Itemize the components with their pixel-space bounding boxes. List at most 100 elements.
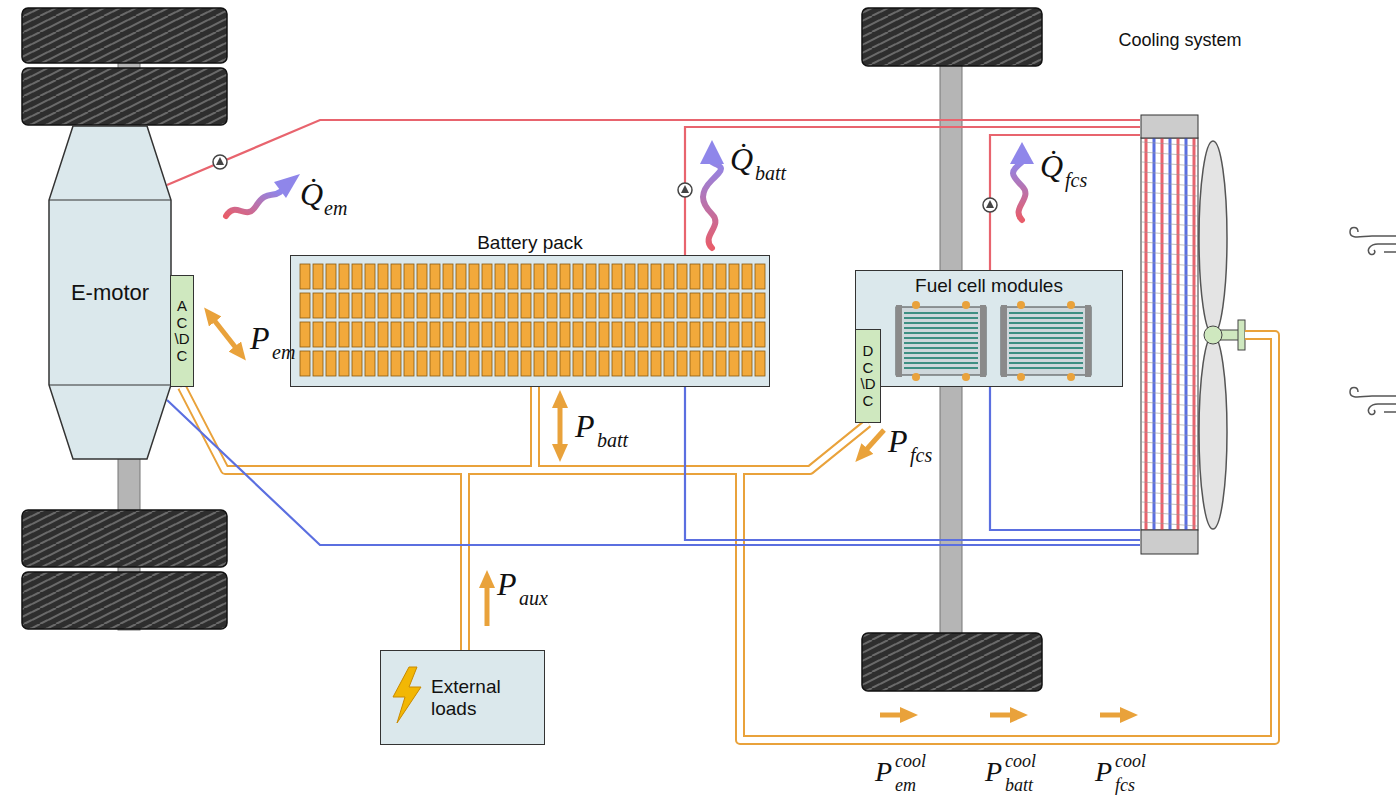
battery-cells <box>560 293 570 318</box>
battery-cells <box>313 351 323 376</box>
radiator <box>1142 252 1197 256</box>
battery-cells <box>716 293 726 318</box>
battery-cells <box>586 264 596 289</box>
index-label: em <box>895 776 916 794</box>
radiator <box>1142 142 1197 146</box>
radiator <box>1142 262 1197 266</box>
radiator <box>1142 342 1197 346</box>
coolant-pipe <box>167 120 1140 545</box>
radiator <box>1142 282 1197 286</box>
battery-cells <box>469 351 479 376</box>
radiator <box>1142 222 1197 226</box>
tire <box>22 572 227 629</box>
air-flow <box>1384 251 1396 253</box>
heat-arrow-head <box>700 140 724 164</box>
battery-cells <box>638 351 648 376</box>
fuel-cell-stack <box>1009 367 1083 369</box>
motor-outline <box>49 200 171 201</box>
fuel-cell-stack <box>904 312 978 314</box>
fan <box>1199 335 1227 529</box>
air-flow <box>1384 411 1396 413</box>
cooling-system: Cooling system <box>1140 30 1245 555</box>
battery-cells <box>417 322 427 347</box>
fan <box>1199 141 1245 529</box>
radiator <box>1142 372 1197 376</box>
lightning-icon <box>387 665 427 725</box>
power-wire <box>535 387 868 470</box>
battery-cells <box>664 264 674 289</box>
battery-cells <box>300 293 310 318</box>
fuel-cell-stack <box>1009 327 1083 329</box>
fuel-cell-stack <box>904 362 978 364</box>
battery-cells <box>755 351 765 376</box>
index-label: cool <box>895 752 926 770</box>
battery-cells <box>417 351 427 376</box>
battery-cells <box>300 322 310 347</box>
battery-cells <box>547 351 557 376</box>
lightning-icon <box>393 667 421 723</box>
fuel-cell-stack <box>896 305 902 377</box>
symbol-label: Q̇ <box>300 178 323 210</box>
battery-pack: Battery pack <box>290 232 770 387</box>
battery-cells <box>677 264 687 289</box>
index-label: batt <box>597 430 628 450</box>
battery-cells <box>313 293 323 318</box>
radiator <box>1142 332 1197 336</box>
battery-cells <box>599 351 609 376</box>
battery-cells <box>742 293 752 318</box>
tire <box>22 510 227 567</box>
fuel-cell-stack <box>1009 362 1083 364</box>
battery-cells <box>612 322 622 347</box>
battery-cells <box>729 293 739 318</box>
battery-cells <box>443 264 453 289</box>
battery-cells <box>495 293 505 318</box>
battery-cells <box>430 351 440 376</box>
heading: Battery pack <box>290 232 770 254</box>
radiator <box>1141 115 1198 138</box>
coolant-pipe <box>685 387 1140 540</box>
converter-label: DC\DC <box>861 343 876 409</box>
radiator <box>1142 422 1197 426</box>
battery-cells <box>677 351 687 376</box>
pump <box>983 198 997 212</box>
symbol-label: P <box>497 568 517 600</box>
battery-cells <box>391 351 401 376</box>
converter-box: DC\DC <box>855 329 881 423</box>
battery-cells <box>651 293 661 318</box>
battery-cells <box>716 351 726 376</box>
battery-cells <box>456 264 466 289</box>
radiator <box>1142 362 1197 366</box>
radiator <box>1141 138 1198 530</box>
radiator <box>1185 138 1188 530</box>
battery-cells <box>391 293 401 318</box>
battery-cells <box>391 264 401 289</box>
radiator <box>1142 152 1197 156</box>
external-loads-box: External loads <box>380 650 545 745</box>
battery-cells <box>352 322 362 347</box>
radiator <box>1142 202 1197 206</box>
symbol-label: Q̇ <box>1040 150 1063 182</box>
air-flow <box>1350 388 1396 398</box>
battery-cells <box>664 322 674 347</box>
power-arrow <box>880 713 902 718</box>
air-flow <box>1368 244 1396 255</box>
symbol-label: P <box>875 758 892 786</box>
tire <box>862 633 1042 691</box>
battery-cells <box>703 264 713 289</box>
battery-cells <box>417 264 427 289</box>
battery-cells <box>300 264 310 289</box>
battery-cells <box>586 322 596 347</box>
battery-cells <box>742 322 752 347</box>
fuel-cell-stack <box>912 301 920 309</box>
power-arrow <box>485 586 490 626</box>
battery-cells <box>625 264 635 289</box>
power-arrow <box>214 320 236 348</box>
battery-cells <box>573 351 583 376</box>
battery-cells <box>443 293 453 318</box>
radiator <box>1145 138 1148 530</box>
motor-outline <box>49 126 171 459</box>
radiator <box>1142 302 1197 306</box>
radiator <box>1142 322 1197 326</box>
battery-cells <box>638 322 648 347</box>
fuel-cell-stack <box>912 373 920 381</box>
